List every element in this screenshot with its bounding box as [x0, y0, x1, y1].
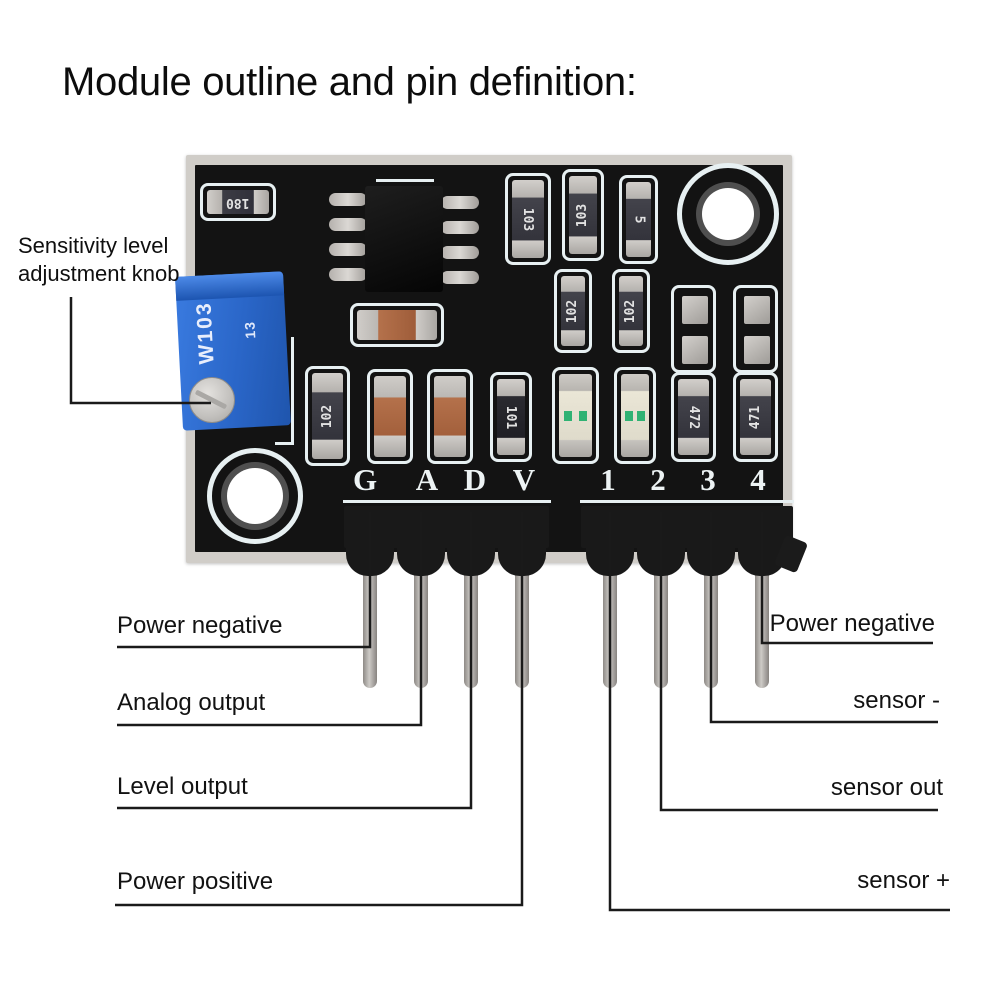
silk-label-A: A — [415, 462, 439, 497]
led-green-mark — [637, 410, 645, 421]
solder-pad — [744, 336, 770, 364]
label-analog-output: Analog output — [117, 689, 266, 716]
resistor-103-a: 103 — [505, 173, 551, 265]
resistor-103-b: 103 — [562, 169, 604, 261]
silk-label-D: D — [463, 462, 487, 497]
resistor-101: 101 — [490, 372, 532, 462]
silk-label-4: 4 — [750, 462, 766, 497]
callout-line-pin-1 — [608, 512, 950, 912]
callout-line-pin-3 — [709, 512, 938, 724]
sensitivity-knob-label: Sensitivity level adjustment knob — [18, 232, 179, 288]
callout-line-pin-v — [115, 512, 524, 907]
led-2 — [614, 367, 656, 464]
silk-label-G: G — [352, 462, 378, 497]
label-power-negative-right: Power negative — [769, 610, 935, 637]
ic-pin-left-4 — [329, 268, 367, 281]
ic-pin-left-2 — [329, 218, 367, 231]
resistor-472: 472 — [671, 372, 716, 462]
knob-label-line1: Sensitivity level — [18, 233, 169, 258]
mounting-hole-ring-top-right — [677, 163, 779, 265]
resistor-471: 471 — [733, 372, 778, 462]
resistor-102-bottom: 102 — [305, 366, 350, 466]
ic-pin-left-1 — [329, 193, 367, 206]
label-power-positive: Power positive — [117, 868, 274, 895]
callout-line-knob — [69, 297, 211, 405]
ic-chip — [365, 186, 443, 292]
pot-silkscreen-tick — [275, 442, 294, 445]
header-silkscreen-left — [343, 500, 551, 503]
diode-5: 5 — [619, 175, 658, 264]
solder-pads-col2 — [733, 285, 778, 373]
label-level-output: Level output — [117, 773, 248, 800]
label-sensor-out: sensor out — [830, 774, 943, 801]
mounting-hole-ring-bottom-left — [207, 448, 303, 544]
silk-label-3: 3 — [700, 462, 716, 497]
led-1 — [552, 367, 599, 464]
capacitor-mid — [350, 303, 444, 347]
ic-silkscreen-line — [376, 179, 434, 182]
led-green-mark — [625, 410, 633, 421]
header-silkscreen-right — [580, 500, 794, 503]
resistor-102-mid-b: 102 — [612, 269, 650, 353]
ic-pin-right-2 — [441, 221, 479, 234]
ic-pin-right-1 — [441, 196, 479, 209]
callout-line-pin-4 — [760, 512, 933, 645]
capacitor-bottom-b — [427, 369, 473, 464]
silk-label-2: 2 — [650, 462, 666, 497]
led-green-mark — [564, 410, 572, 421]
solder-pad — [744, 296, 770, 324]
capacitor-bottom-a — [367, 369, 413, 464]
ic-pin-left-3 — [329, 243, 367, 256]
label-power-negative-left: Power negative — [117, 612, 283, 639]
resistor-180: 180 — [200, 183, 276, 221]
page-title: Module outline and pin definition: — [62, 60, 637, 104]
label-sensor-plus: sensor + — [857, 867, 950, 894]
label-sensor-minus: sensor - — [853, 687, 940, 714]
led-green-mark — [579, 410, 587, 421]
mounting-hole-bottom-left — [227, 468, 283, 524]
ic-pin-right-4 — [441, 271, 479, 284]
solder-pad — [682, 336, 708, 364]
callout-line-pin-d — [117, 512, 473, 810]
ic-pin-right-3 — [441, 246, 479, 259]
mounting-hole-top-right — [702, 188, 754, 240]
solder-pads-col1 — [671, 285, 716, 373]
pot-silkscreen-line — [291, 337, 294, 445]
silk-label-V: V — [512, 462, 536, 497]
knob-label-line2: adjustment knob — [18, 261, 180, 286]
sensitivity-adjustment-knob — [189, 377, 235, 423]
silk-label-1: 1 — [600, 462, 616, 497]
solder-pad — [682, 296, 708, 324]
callout-line-pin-a — [117, 512, 423, 727]
resistor-102-mid-a: 102 — [554, 269, 592, 353]
callout-line-pin-g — [117, 512, 372, 649]
callout-line-pin-2 — [659, 512, 938, 812]
